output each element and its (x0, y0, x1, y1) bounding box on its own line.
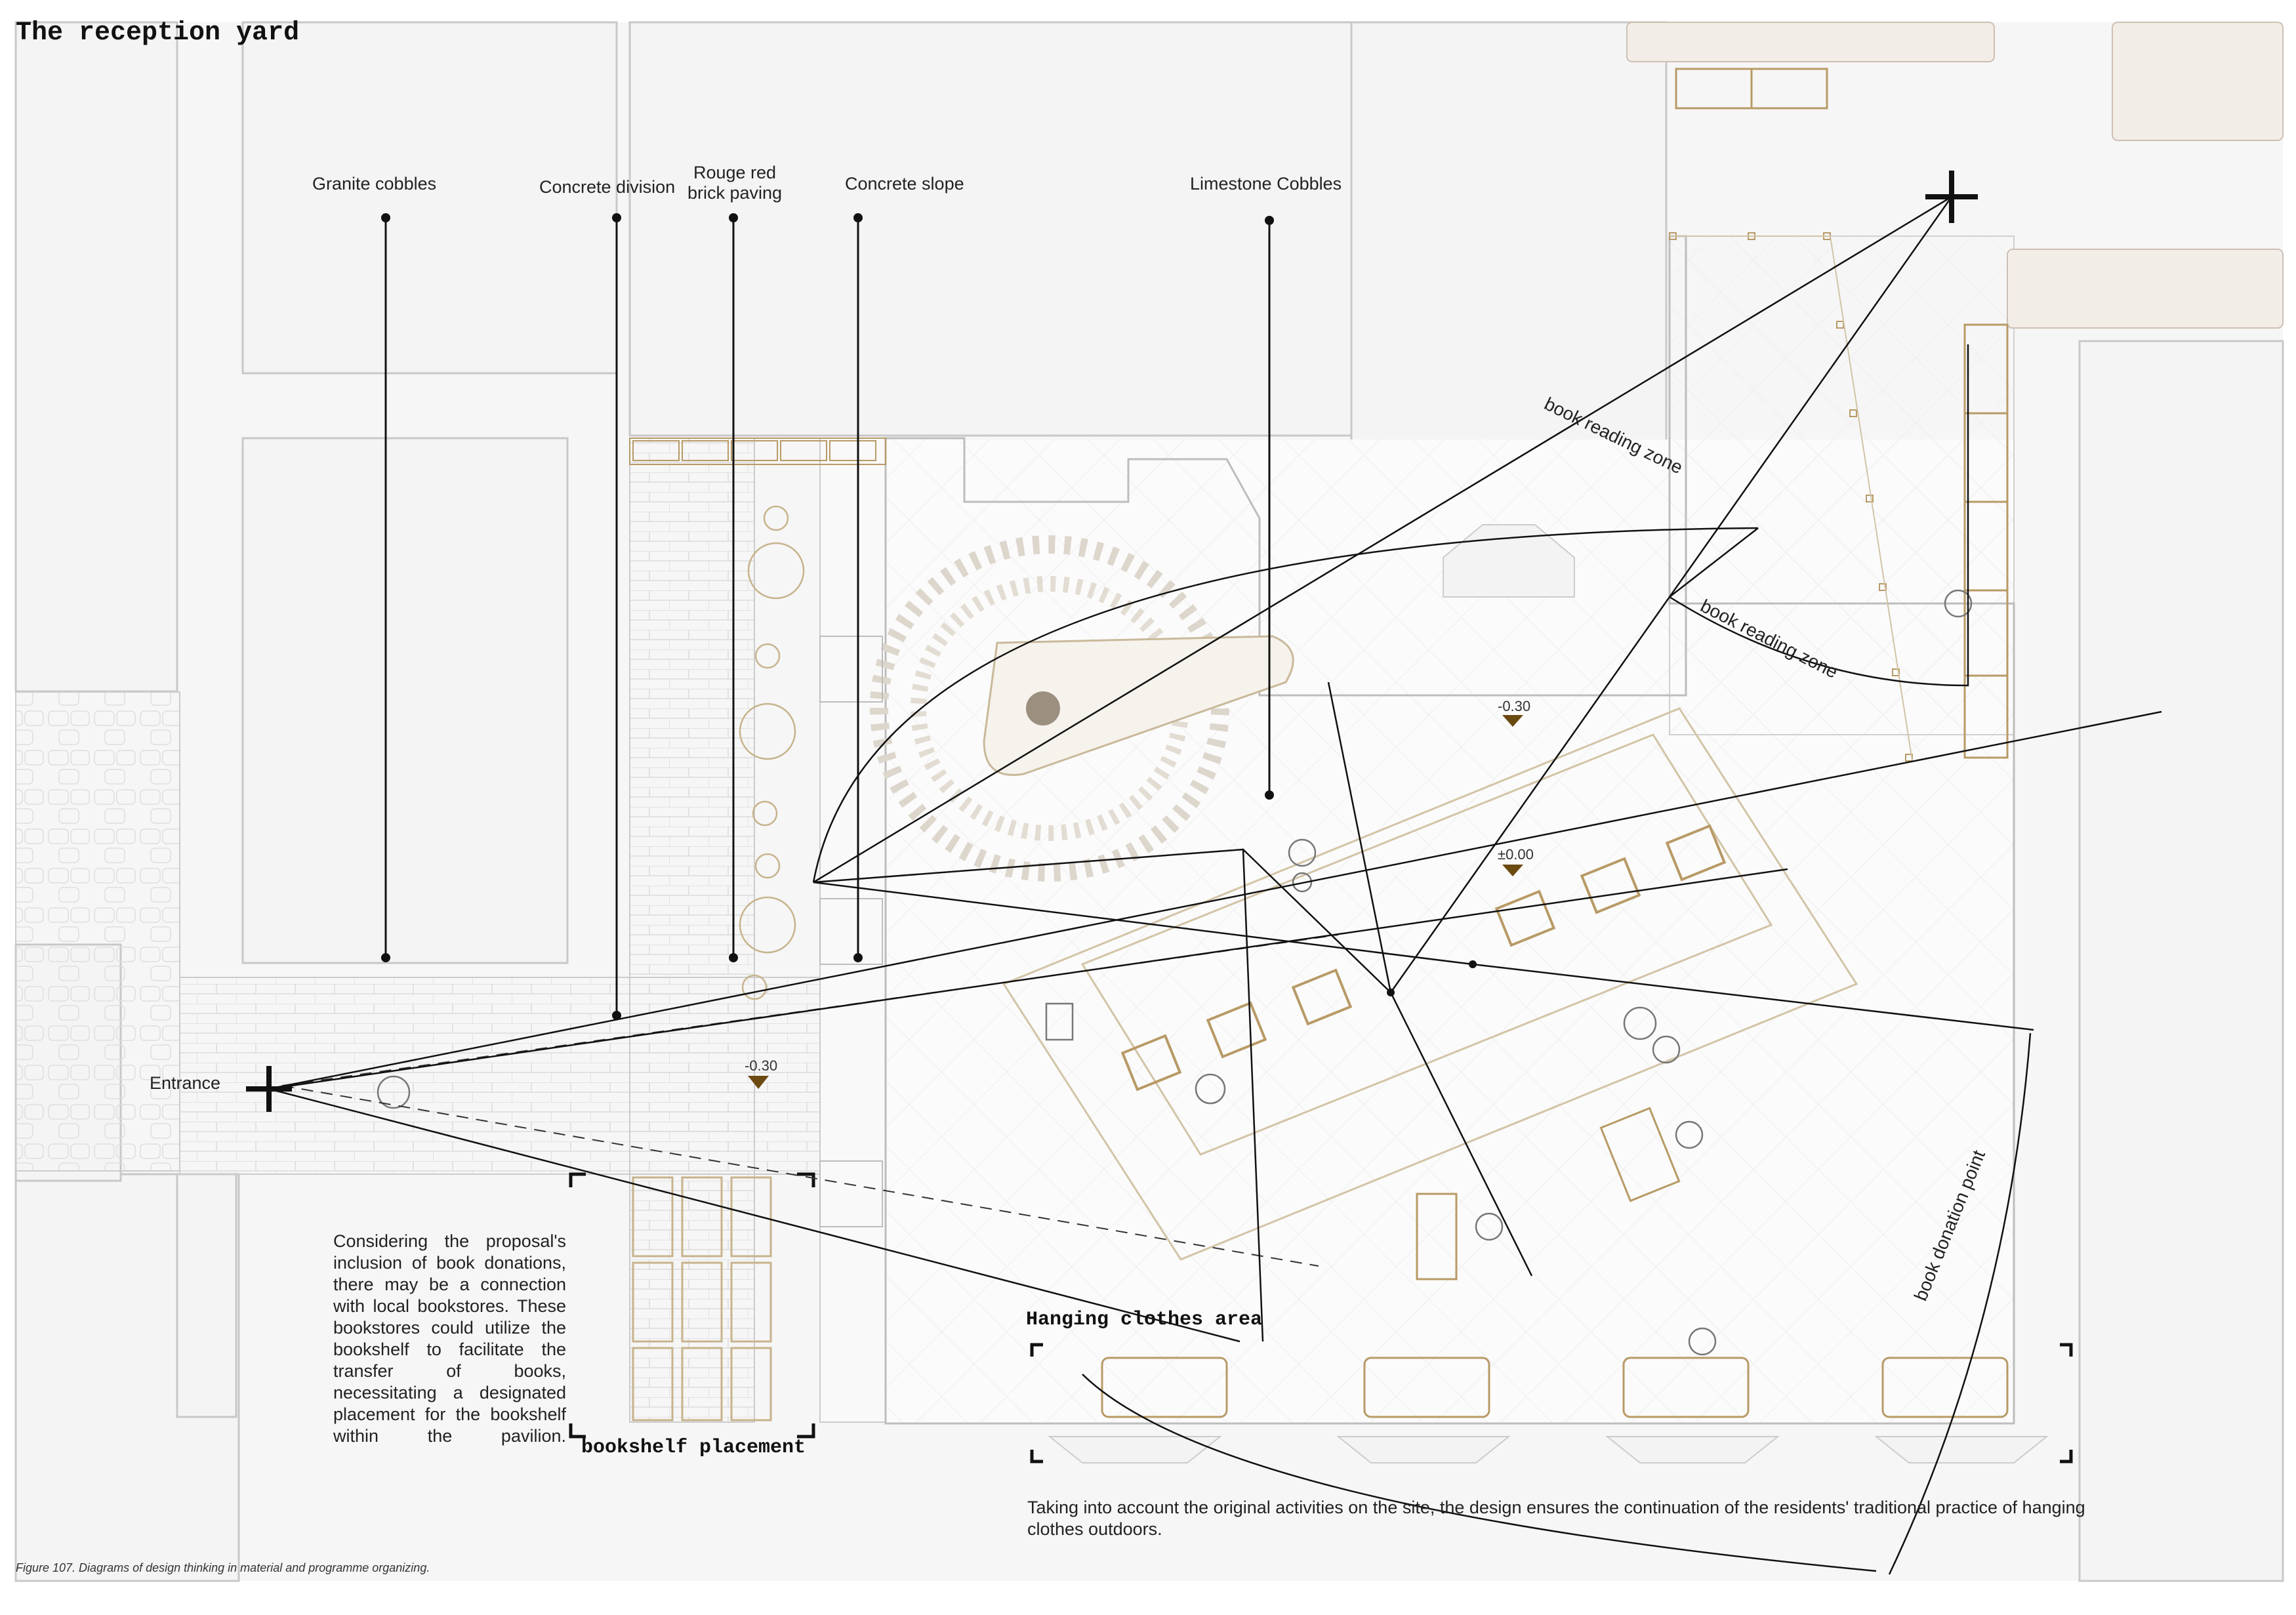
bookshelf-placement-bracket (569, 1172, 815, 1439)
material-leader-lines (384, 218, 1271, 1015)
level-label-1: -0.30 (745, 1057, 778, 1074)
concrete-slope-label: Concrete slope (845, 174, 964, 194)
clothes-note-line1: Taking into account the original activit… (1027, 1498, 2085, 1517)
tree-canopy (870, 535, 1294, 882)
leader-dots (381, 213, 1477, 1020)
page-title: The reception yard (16, 18, 300, 48)
pavilion-frames (1120, 824, 1727, 1092)
corner-cross-marker (1925, 171, 1978, 223)
clothes-benches (1101, 1357, 2009, 1418)
figure-caption: Figure 107. Diagrams of design thinking … (16, 1561, 430, 1574)
rouge-red-brick-label: Rouge red brick paving (687, 163, 782, 203)
clothes-note: Taking into account the original activit… (1027, 1497, 2085, 1540)
level-markers (748, 715, 1523, 1089)
rouge-red-label-line2: brick paving (687, 183, 783, 203)
pavilion-outline (1002, 707, 1858, 1261)
entrance-cross-marker (246, 1066, 292, 1112)
limestone-cobbles-label: Limestone Cobbles (1190, 174, 1342, 194)
bookshelf-note: Considering the proposal's inclusion of … (333, 1231, 566, 1446)
design-diagram-lines (268, 195, 2162, 1575)
level-label-2: -0.30 (1498, 698, 1531, 714)
seating-stools (739, 505, 805, 1000)
hanging-clothes-heading: Hanging clothes area (1026, 1309, 1263, 1331)
rouge-red-label-line1: Rouge red (693, 163, 777, 182)
granite-cobbles-area (15, 691, 180, 1172)
people-figures (377, 589, 1973, 1356)
corner-stone-paving (1626, 22, 2284, 329)
granite-cobbles-label: Granite cobbles (312, 174, 437, 194)
hanging-clothes-bracket (1030, 1343, 2073, 1463)
bookshelf-placement-heading: bookshelf placement (581, 1437, 806, 1459)
clothes-note-line2: clothes outdoors. (1027, 1519, 1162, 1539)
level-label-3: ±0.00 (1498, 846, 1534, 863)
concrete-division-area (629, 438, 755, 1423)
surrounding-buildings (14, 21, 2284, 1582)
concrete-slope-area (819, 438, 886, 1423)
bookshelf (632, 1176, 772, 1421)
concrete-division-label: Concrete division (539, 177, 676, 197)
entrance-label: Entrance (150, 1073, 221, 1093)
